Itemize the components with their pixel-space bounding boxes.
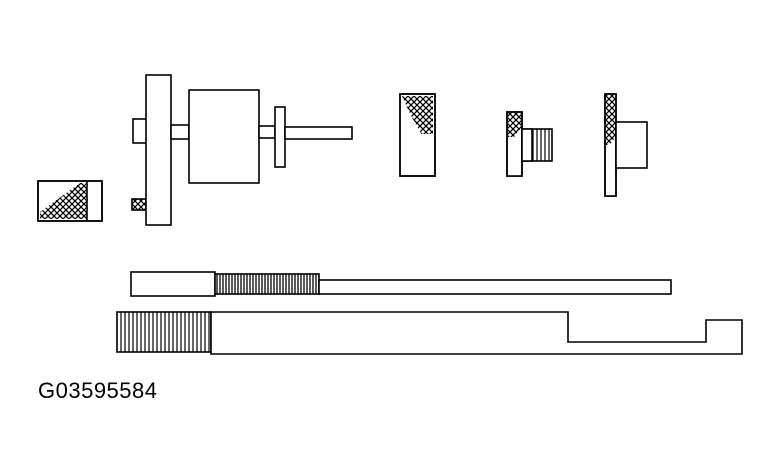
stepped-adapter <box>506 111 553 177</box>
puller-assembly <box>131 74 353 226</box>
figure-id-label: G03595584 <box>38 378 158 403</box>
small-sleeve <box>37 180 103 222</box>
bushing-block <box>399 93 436 177</box>
hooked-bar <box>116 311 743 355</box>
flanged-adapter <box>604 93 648 197</box>
long-guide-rod <box>130 271 672 297</box>
